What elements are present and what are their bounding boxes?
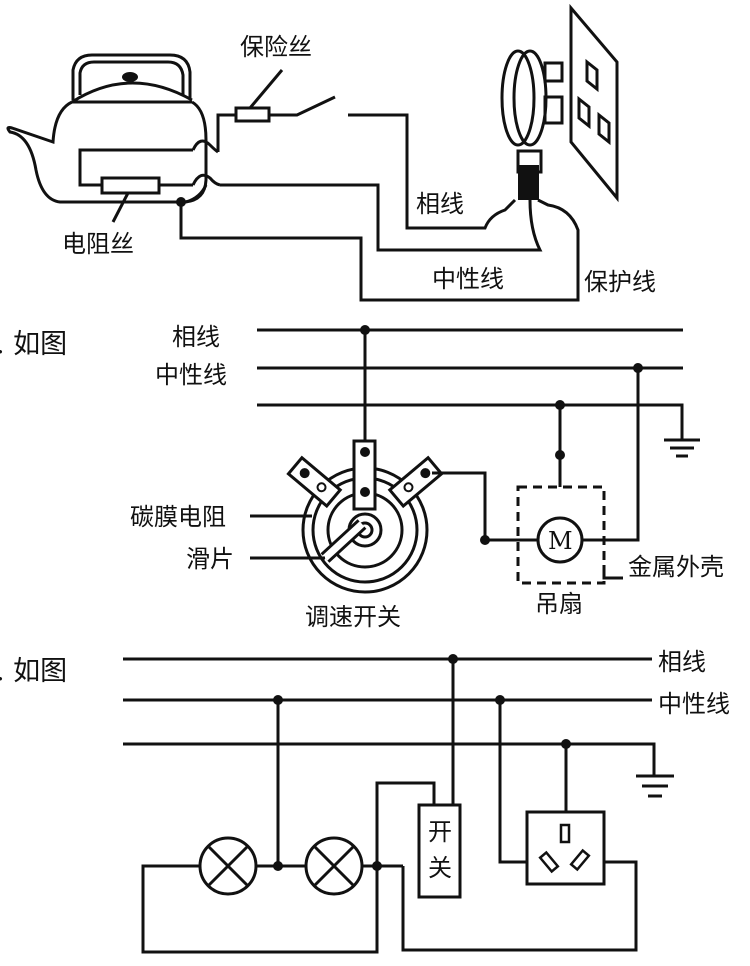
label-protective-wire: 保护线 (584, 268, 656, 296)
switch-output-wire (432, 471, 487, 540)
figure-3-prefix: . 如图 (0, 656, 67, 687)
motor-out-wire (582, 368, 640, 542)
fuse (234, 106, 271, 123)
neutral-wire (220, 183, 543, 252)
label-metal-case: 金属外壳 (628, 553, 724, 581)
socket-slot-left (538, 850, 560, 874)
socket-box (525, 810, 606, 886)
lamp-left (198, 836, 258, 896)
figure-1-kettle-circuit: 保险丝 电阻丝 相线 中性线 保护线 (6, 3, 656, 302)
resistance-pointer (111, 192, 130, 223)
label-fuse: 保险丝 (240, 33, 312, 61)
label-ceiling-fan: 吊扇 (535, 590, 583, 618)
socket-hole-2 (577, 95, 591, 130)
terminal-dot-2 (360, 487, 370, 497)
earth-line-2 (257, 403, 684, 440)
resistance-wire (100, 176, 161, 195)
label-neutral-wire-3: 中性线 (658, 690, 730, 718)
label-phase-wire-1: 相线 (416, 190, 464, 218)
figure-3-household-circuit: . 如图 相线 中性线 开 关 (0, 648, 730, 954)
earth-line-3 (123, 742, 656, 776)
kettle-handle-inner (78, 60, 185, 95)
terminal-dot-1 (360, 447, 370, 457)
phase-wire (348, 113, 517, 230)
junction-lamps-mid (273, 861, 283, 871)
label-slider: 滑片 (186, 545, 234, 573)
label-phase-wire-3: 相线 (658, 648, 706, 676)
ground-wire-kettle (185, 184, 208, 204)
switch-terminal-left (286, 455, 343, 509)
metal-case-pointer (602, 565, 623, 580)
junction-case (555, 450, 565, 460)
live-wire-kettle (216, 113, 236, 152)
switch-blade (269, 95, 336, 117)
wire-hop-upper (191, 139, 219, 154)
lamp-left-loop (141, 864, 379, 954)
label-neutral-wire-2: 中性线 (155, 361, 227, 389)
protective-wire (179, 198, 580, 302)
kettle-handle (71, 53, 192, 100)
lamp-right (304, 836, 364, 896)
socket-hole-3 (597, 111, 611, 146)
switch-terminal-right (387, 455, 444, 509)
junction-neutral-2 (633, 363, 643, 373)
label-phase-wire-2: 相线 (172, 323, 220, 351)
socket-slot-top (559, 823, 571, 844)
fuse-pointer (248, 69, 284, 109)
plug-pin-top (543, 61, 564, 83)
label-carbon-film-resistor: 碳膜电阻 (130, 503, 226, 531)
kettle-body (6, 100, 208, 204)
wall-socket (569, 3, 619, 203)
label-neutral-wire-1: 中性线 (432, 265, 504, 293)
plug-cord-boot (518, 165, 539, 200)
slider-arm-fill (322, 521, 365, 561)
switch-box (417, 803, 462, 899)
motor-label: M (548, 527, 573, 555)
fan-metal-case (516, 485, 606, 585)
switch-label-1: 开 (428, 818, 452, 846)
socket-neutral-wire (498, 700, 527, 864)
figure-2-fan-circuit: . 如图 相线 中性线 (0, 323, 724, 631)
kettle-knob (122, 72, 138, 82)
switch-label-2: 关 (428, 854, 452, 882)
switch-feed-wire (375, 781, 436, 866)
label-resistance-wire: 电阻丝 (62, 230, 134, 258)
socket-hole-1 (585, 58, 599, 93)
plug-face (500, 49, 536, 147)
wire-hop-lower (191, 173, 221, 187)
socket-return-wire (401, 860, 638, 952)
socket-slot-right (569, 848, 591, 872)
label-speed-switch: 调速开关 (305, 603, 401, 631)
figure-2-prefix: . 如图 (0, 329, 67, 360)
plug-pin-bottom (543, 95, 564, 125)
heater-loop (78, 148, 193, 187)
kettle-lid (71, 81, 193, 104)
